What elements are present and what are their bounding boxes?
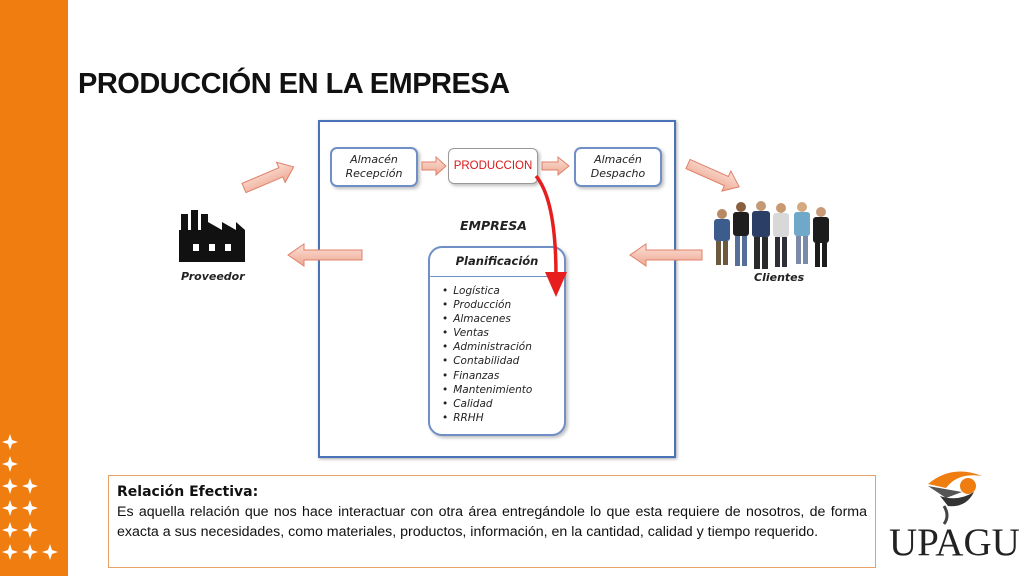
arrow-proveedor-recepcion: [241, 161, 295, 194]
list-item: Administración: [442, 340, 532, 354]
star-icon-group: [2, 434, 58, 560]
list-item: Contabilidad: [442, 354, 532, 368]
star-icon: [22, 478, 38, 494]
star-icon: [42, 544, 58, 560]
star-icon: [22, 544, 38, 560]
almacen-recepcion-box: Almacén Recepción: [330, 147, 418, 187]
star-icon: [2, 522, 18, 538]
star-icon: [2, 500, 18, 516]
orange-sidebar: [0, 0, 68, 576]
factory-icon: [179, 210, 245, 262]
star-icon: [2, 456, 18, 472]
list-item: Producción: [442, 298, 532, 312]
arrow-despacho-clientes: [685, 158, 740, 192]
clientes-label: Clientes: [754, 271, 805, 284]
red-arrow-head: [545, 272, 567, 297]
list-item: Mantenimiento: [442, 383, 532, 397]
produccion-box: PRODUCCION: [448, 148, 538, 184]
relacion-efectiva-title: Relación Efectiva:: [117, 484, 259, 500]
upagu-logo-icon: [928, 471, 982, 525]
list-item: Almacenes: [442, 312, 532, 326]
list-item: Logística: [442, 284, 532, 298]
people-icon: [714, 201, 829, 269]
planificacion-list: Logística Producción Almacenes Ventas Ad…: [442, 284, 532, 425]
list-item: RRHH: [442, 411, 532, 425]
upagu-logo-text: UPAGU: [889, 521, 1020, 564]
proveedor-label: Proveedor: [181, 270, 245, 283]
planificacion-title: Planificación: [455, 254, 539, 268]
page-title: PRODUCCIÓN EN LA EMPRESA: [78, 68, 510, 100]
empresa-label: EMPRESA: [460, 218, 527, 233]
star-icon: [22, 522, 38, 538]
arrow-recepcion-produccion: [421, 155, 447, 177]
relacion-efectiva-box: Relación Efectiva: Es aquella relación q…: [108, 475, 876, 568]
arrow-empresa-proveedor: [287, 243, 363, 267]
planificacion-box: Planificación Logística Producción Almac…: [428, 246, 566, 436]
list-item: Ventas: [442, 326, 532, 340]
star-icon: [2, 434, 18, 450]
red-curved-arrow: [534, 174, 558, 277]
star-icon: [2, 544, 18, 560]
star-icon: [2, 478, 18, 494]
almacen-despacho-box: Almacén Despacho: [574, 147, 662, 187]
list-item: Calidad: [442, 397, 532, 411]
star-icon: [22, 500, 38, 516]
arrow-clientes-empresa: [629, 243, 703, 267]
relacion-efectiva-body: Es aquella relación que nos hace interac…: [117, 504, 867, 540]
arrow-produccion-despacho: [541, 155, 570, 177]
list-item: Finanzas: [442, 369, 532, 383]
planificacion-divider: [430, 276, 564, 277]
